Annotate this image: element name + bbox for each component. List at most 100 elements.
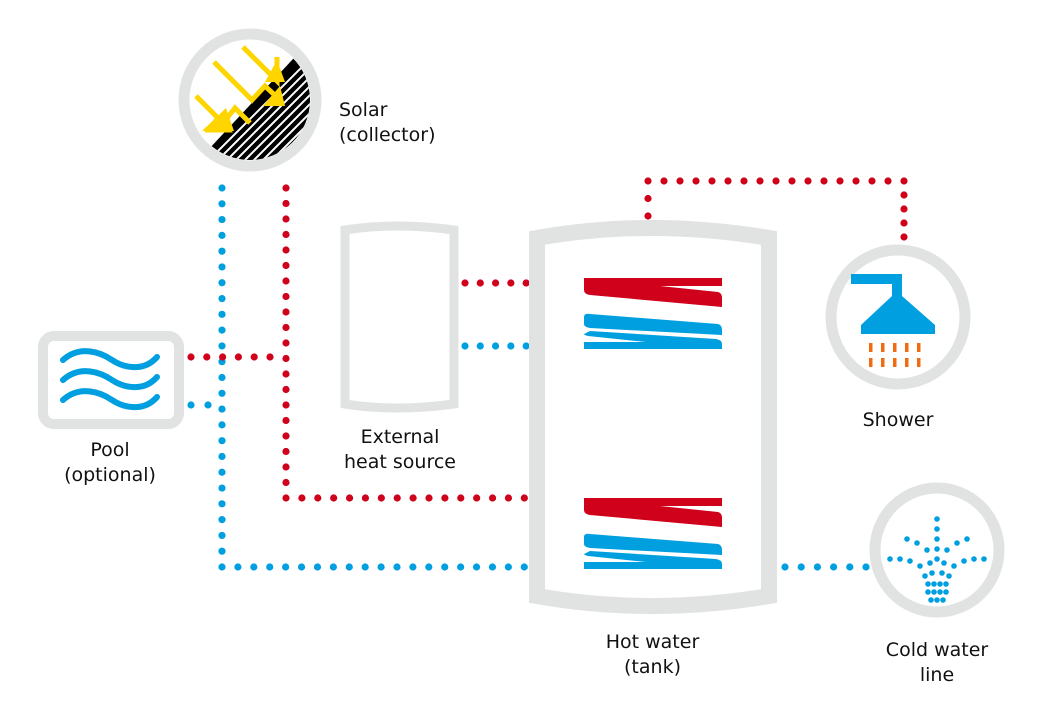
pool-label-line1: Pool (90, 439, 130, 461)
fountain-droplet (904, 536, 910, 542)
cold-label-line1: Cold water (885, 639, 989, 661)
pipe-dot (218, 531, 226, 540)
fountain-droplet (934, 556, 940, 562)
fountain-droplet (934, 546, 940, 552)
fountain-droplet (940, 597, 946, 603)
pipe-dot (813, 563, 822, 571)
pipe-dot (345, 494, 354, 502)
pipe-dot (218, 184, 226, 192)
fountain-droplet (934, 516, 940, 522)
fountain-droplet (924, 547, 930, 553)
pipe-dot (473, 494, 481, 502)
fountain-droplet (927, 560, 933, 566)
pipe-dot (900, 233, 908, 241)
pipe-dot (862, 563, 870, 571)
pipe-dot (724, 177, 732, 185)
pipe-dot (900, 177, 908, 185)
fountain-droplet (964, 536, 970, 542)
external-heat-source-icon (340, 221, 459, 413)
pipe-dot (218, 389, 226, 397)
pipe-dot (507, 279, 515, 287)
pipe-dot (282, 199, 290, 208)
pipe-dot (282, 354, 290, 363)
pipe-dot (282, 432, 290, 440)
pipe-dot (852, 177, 860, 185)
pipe-dot (314, 494, 322, 502)
pipe-dot (676, 177, 684, 185)
spray-drop (893, 343, 897, 352)
external-heat-source-label: External heat source (340, 425, 460, 475)
pipe-dot (218, 200, 226, 208)
pipe-dot (491, 342, 500, 350)
pipe-dot (377, 494, 385, 502)
fountain-droplet (897, 556, 903, 562)
pipe-dot (266, 353, 274, 361)
collector-stripe (242, 102, 310, 160)
fountain-droplet (971, 556, 977, 562)
fountain-droplet (928, 597, 934, 603)
pipe-dot (187, 401, 195, 409)
pipe-dot (788, 177, 796, 185)
pipe-dot (820, 177, 828, 185)
fountain-droplet (937, 589, 943, 595)
pipe-dot (522, 279, 530, 287)
fountain-droplet (887, 556, 893, 562)
pipe-dot (282, 494, 290, 502)
pipe-dot (772, 177, 780, 185)
pipe-dot (250, 353, 258, 361)
pipe-dot (218, 405, 226, 413)
hot-water-tank-label: Hot water (tank) (590, 630, 715, 680)
pool-icon (38, 331, 184, 429)
pipe-dot (644, 194, 652, 203)
spray-drop (917, 343, 921, 352)
pipe-dot (218, 310, 226, 318)
pipe-dot (507, 342, 515, 350)
pipe-dot (476, 342, 484, 350)
pipe-dot (900, 219, 908, 227)
pipe-dot (461, 342, 469, 350)
pipe-dot (297, 563, 306, 571)
fountain-droplet (943, 581, 949, 587)
pipe-dot (504, 563, 512, 571)
external-label-line1: External (360, 426, 440, 448)
fountain-droplet (981, 556, 987, 562)
pool-label: Pool (optional) (50, 438, 170, 488)
pipe-dot (345, 563, 353, 571)
solar-collector-icon (178, 28, 322, 172)
fountain-droplet (951, 563, 957, 569)
pipe-dot (218, 563, 226, 571)
pipe-dot (282, 184, 290, 192)
pipe-dot (472, 563, 481, 571)
fountain-droplet (917, 563, 923, 569)
pipes (187, 177, 908, 571)
shower-label: Shower (848, 408, 948, 433)
pipe-dot (740, 177, 748, 185)
pipe-dot (250, 563, 258, 571)
pipe-dot (644, 177, 652, 185)
pipe-dot (756, 177, 764, 185)
pipe-dot (441, 563, 449, 571)
upper-heating-coil (584, 278, 722, 349)
pipe-dot (457, 494, 465, 502)
pipe-dot (219, 353, 227, 361)
tank-label-line2: (tank) (624, 656, 681, 678)
pipe-dot (377, 563, 385, 571)
pipe-dot (218, 516, 226, 524)
fountain-droplet (929, 570, 935, 576)
pipe-dot (282, 230, 290, 239)
fountain-droplet (954, 540, 960, 546)
pipe-dot (329, 563, 337, 571)
pipe-dot (441, 494, 449, 502)
fountain-droplet (934, 536, 940, 542)
fountain-droplet (925, 581, 931, 587)
pipe-dot (218, 279, 226, 287)
pipe-dot (218, 294, 226, 303)
pipe-dot (476, 279, 484, 287)
fountain-droplet (934, 526, 940, 532)
pipe-dot (218, 452, 226, 461)
spray-drop (881, 343, 885, 352)
pipe-dot (282, 308, 290, 316)
spray-drop (905, 358, 909, 367)
pipe-dot (218, 484, 226, 492)
pipe-dot (282, 478, 290, 487)
